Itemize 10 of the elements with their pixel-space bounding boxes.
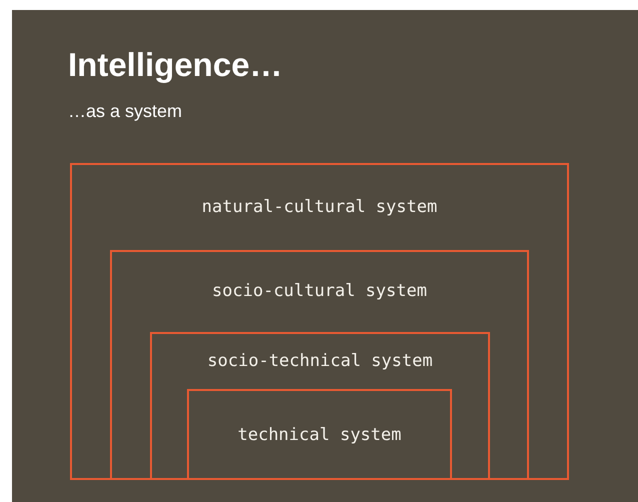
system-box [110,250,529,480]
system-label: technical system [238,424,402,447]
system-label: natural-cultural system [202,196,438,219]
system-label: socio-cultural system [212,280,427,304]
system-box [187,389,452,480]
subtitle: …as a system [68,100,182,123]
title: Intelligence… [68,45,283,85]
system-box [70,163,569,480]
system-box [150,332,490,480]
system-label: socio-technical system [207,350,433,373]
